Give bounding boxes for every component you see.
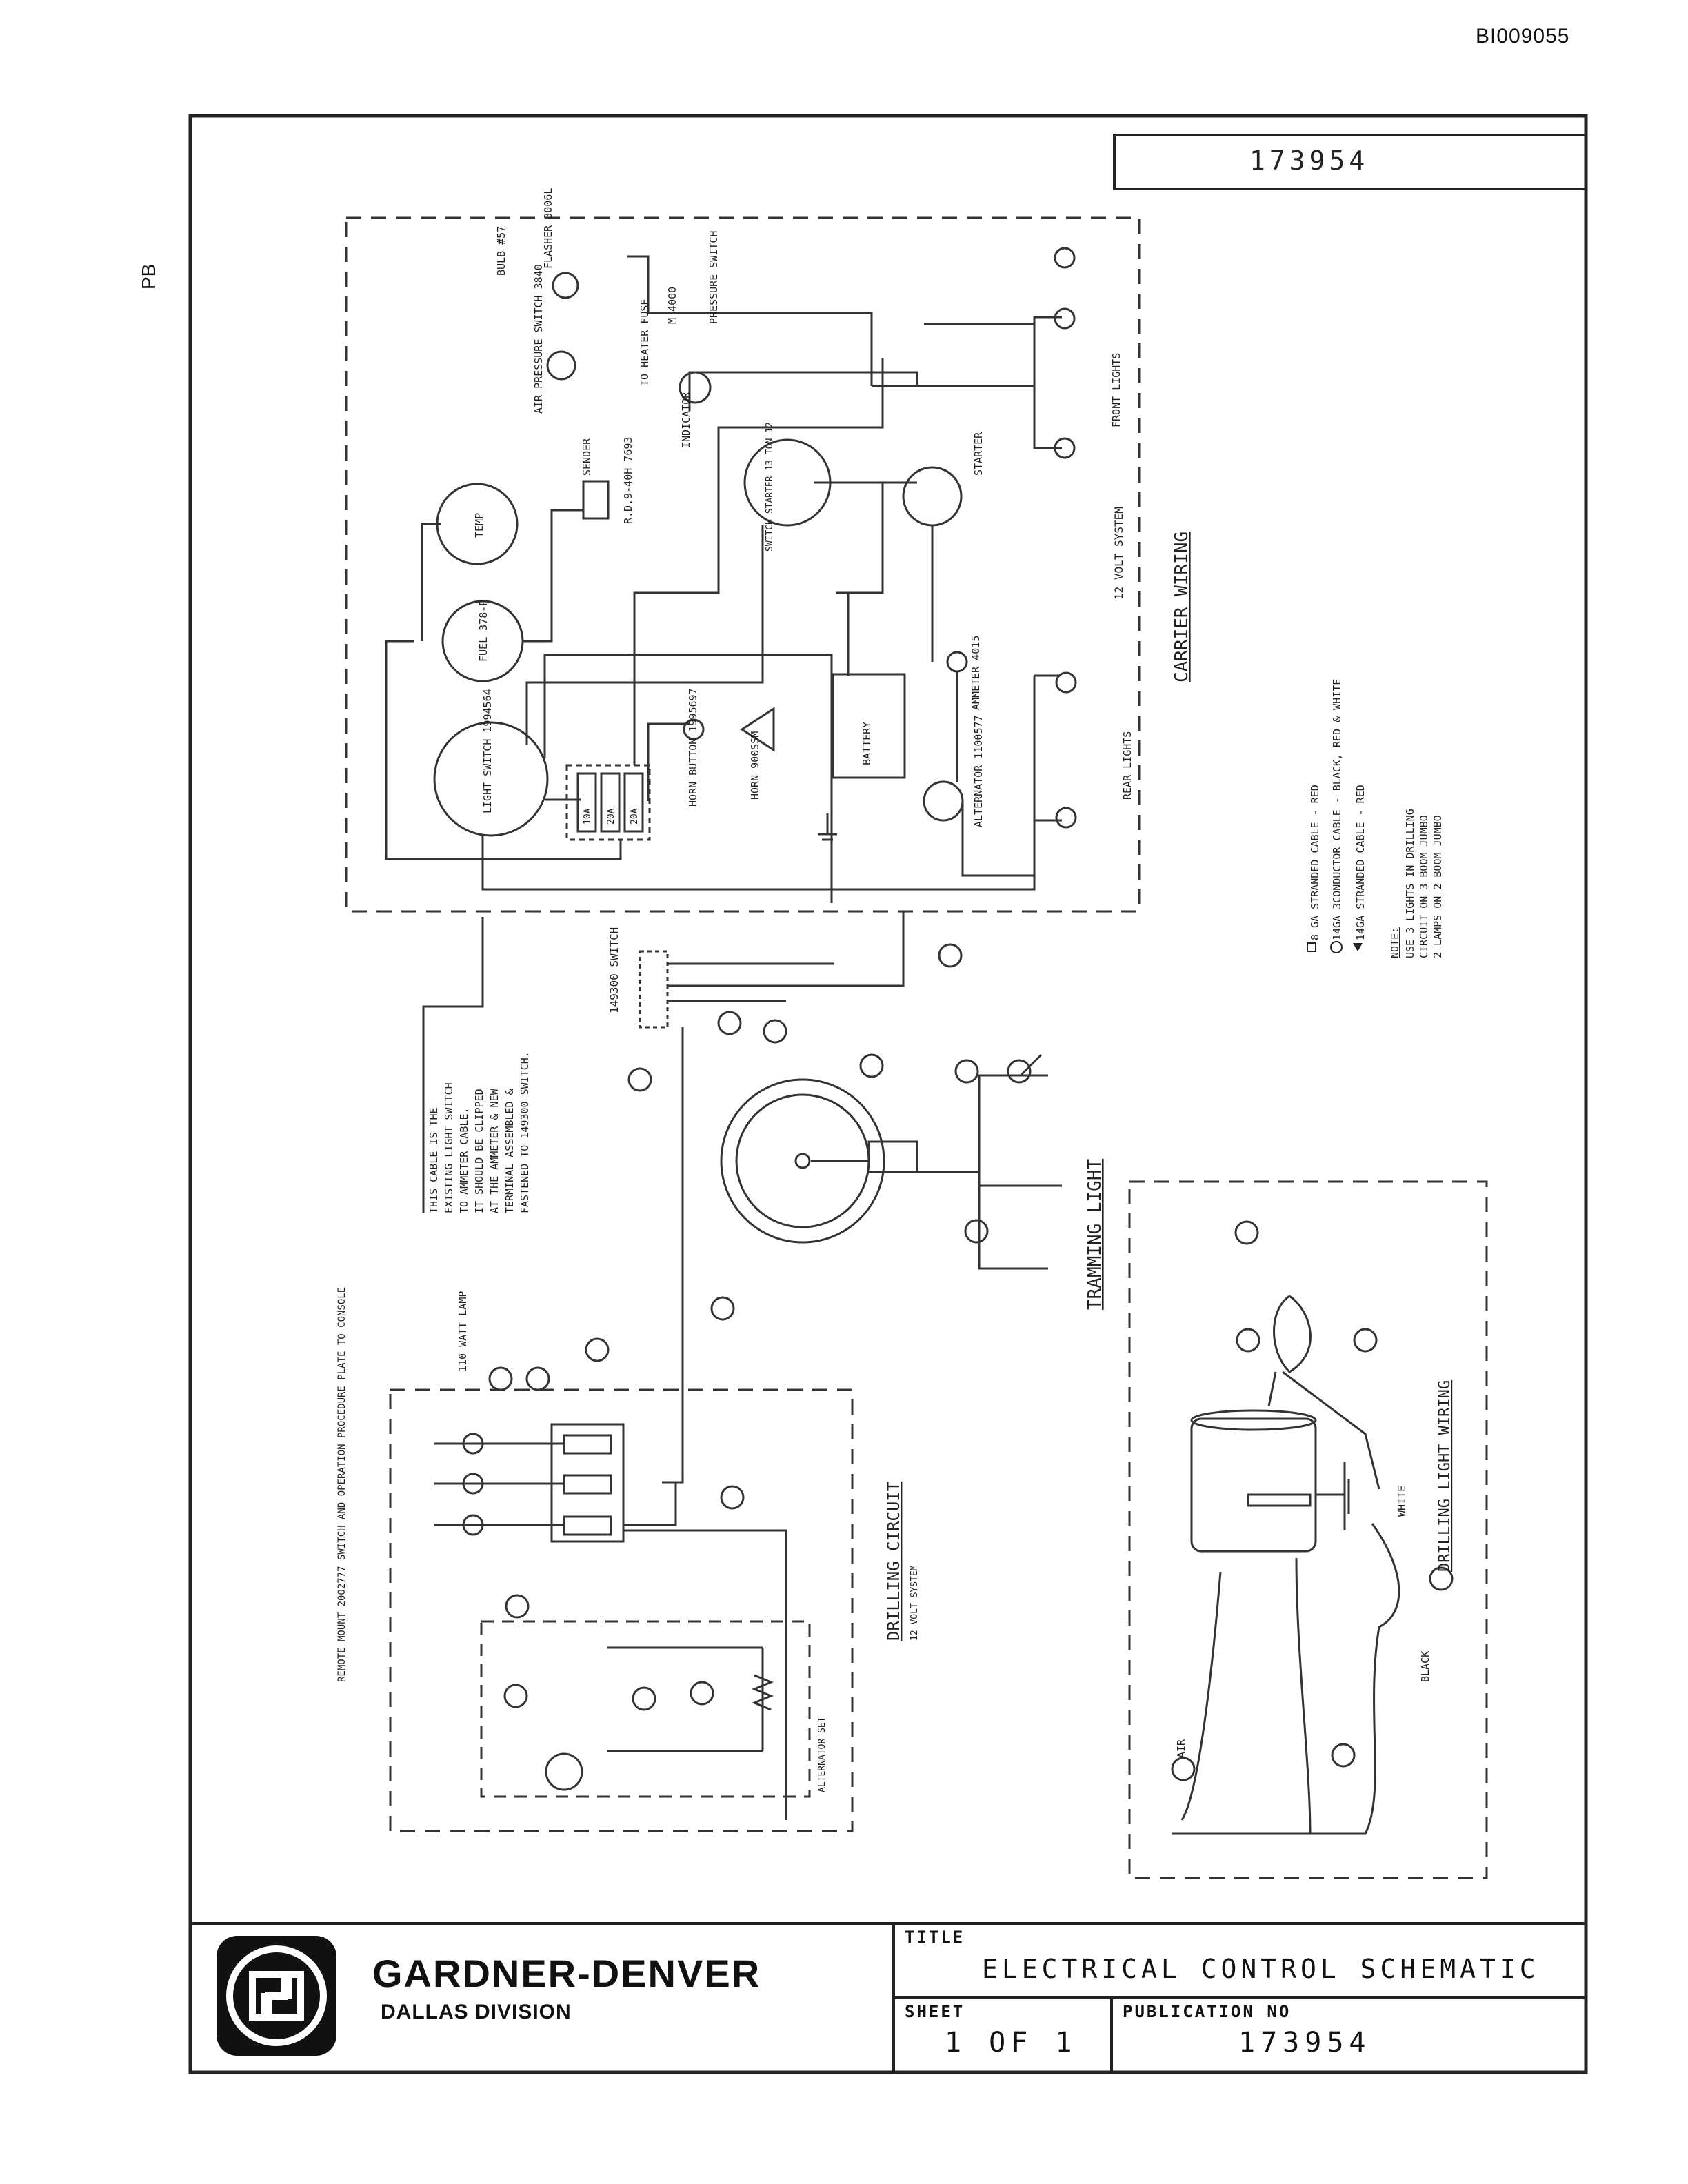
tramming-lamp xyxy=(720,1078,885,1244)
note-line-1: USE 3 LIGHTS IN DRILLING xyxy=(1404,809,1416,958)
temp-label: TEMP xyxy=(473,513,485,538)
tramming-light-title: TRAMMING LIGHT xyxy=(1085,1159,1105,1310)
ammeter xyxy=(946,651,968,673)
starter xyxy=(902,466,963,527)
sheet-value: 1 OF 1 xyxy=(945,2027,1078,2059)
rd9-label: R.D.9-40H 7693 xyxy=(622,437,634,524)
twelve-volt-note: 12 VOLT SYSTEM xyxy=(1112,507,1125,600)
front-light-1 xyxy=(1054,247,1076,269)
svg-text:FASTENED TO 149300 SWITCH.: FASTENED TO 149300 SWITCH. xyxy=(519,1051,531,1213)
fuse-2-label: 20A xyxy=(606,808,616,825)
starter-switch-label: SWITCH STARTER 13 TON 12 xyxy=(765,422,775,552)
document-id: BI009055 xyxy=(1476,25,1570,48)
switch-149300 xyxy=(639,950,669,1029)
air-pressure-switch xyxy=(546,350,576,381)
legend: 8 GA STRANDED CABLE - RED 14GA 3CONDUCTO… xyxy=(1307,679,1444,958)
svg-text:TO AMMETER CABLE.: TO AMMETER CABLE. xyxy=(458,1107,470,1213)
alternator-set-label: ALTERNATOR SET xyxy=(817,1717,827,1792)
svg-text:TERMINAL ASSEMBLED &: TERMINAL ASSEMBLED & xyxy=(503,1089,516,1213)
logo-mark-icon xyxy=(226,1945,327,2046)
publication-number: 173954 xyxy=(1238,2027,1372,2059)
indicator-label: INDICATOR xyxy=(680,392,692,448)
division-name: DALLAS DIVISION xyxy=(381,2001,572,2023)
black-wire-label: BLACK xyxy=(1419,1651,1431,1682)
legend-item-2: 14GA 3CONDUCTOR CABLE - BLACK, RED & WHI… xyxy=(1331,679,1343,940)
fuse-block xyxy=(565,764,651,841)
front-light-3 xyxy=(1054,437,1076,459)
starter-label: STARTER xyxy=(972,432,985,476)
drilling-lamp-housing xyxy=(1190,1417,1317,1553)
alternator-set xyxy=(545,1752,583,1791)
carrier-wiring-labels: CARRIER WIRING 12 VOLT SYSTEM BULB #57 F… xyxy=(473,188,1192,827)
drilling-circuit-subtitle: 12 VOLT SYSTEM xyxy=(910,1565,920,1641)
horn xyxy=(740,707,775,752)
ammeter-label: AMMETER 4015 xyxy=(969,636,982,710)
svg-text:IT SHOULD BE CLIPPED: IT SHOULD BE CLIPPED xyxy=(473,1089,485,1213)
tramming-light-section xyxy=(720,1053,1062,1270)
air-label: AIR xyxy=(1175,1739,1187,1758)
flasher-label: FLASHER 3006L xyxy=(542,188,554,269)
fuse-1-label: 10A xyxy=(583,808,593,825)
alternator-set-box xyxy=(480,1620,811,1798)
battery-label: BATTERY xyxy=(861,722,873,765)
remote-note: REMOTE MOUNT 2002777 SWITCH AND OPERATIO… xyxy=(336,1287,348,1682)
lamp-label: 110 WATT LAMP xyxy=(456,1291,469,1372)
sender xyxy=(582,480,610,520)
drilling-light-section xyxy=(1128,1180,1488,1879)
rear-light-1 xyxy=(1055,671,1077,694)
carrier-wiring-section xyxy=(345,216,1141,913)
drilling-circuit-labels: DRILLING CIRCUIT 12 VOLT SYSTEM 110 WATT… xyxy=(336,1287,920,1792)
title-label: TITLE xyxy=(905,1928,965,1947)
carrier-wiring-title: CARRIER WIRING xyxy=(1172,532,1192,682)
pressure-switch-label: PRESSURE SWITCH xyxy=(707,231,720,324)
air-pressure-label: AIR PRESSURE SWITCH 3840 xyxy=(532,264,545,414)
svg-text:AT THE AMMETER & NEW: AT THE AMMETER & NEW xyxy=(488,1088,501,1213)
cable-note: THIS CABLE IS THE EXISTING LIGHT SWITCH … xyxy=(428,1051,531,1213)
horn-label: HORN 900SSM xyxy=(749,731,761,800)
flasher xyxy=(552,272,579,299)
switch-section xyxy=(422,911,963,1484)
drilling-light-title: DRILLING LIGHT WIRING xyxy=(1436,1380,1454,1572)
front-lights-label: FRONT LIGHTS xyxy=(1110,353,1123,427)
rear-lights-label: REAR LIGHTS xyxy=(1121,731,1134,800)
publication-label: PUBLICATION NO xyxy=(1123,2002,1292,2021)
switch-label: 149300 SWITCH xyxy=(607,927,621,1013)
horn-button xyxy=(683,718,705,740)
title-block-frame xyxy=(190,1922,1586,2072)
battery xyxy=(832,673,906,779)
gardner-denver-logo xyxy=(217,1936,336,2056)
bulb-label: BULB #57 xyxy=(495,226,508,276)
drilling-circuit-title: DRILLING CIRCUIT xyxy=(884,1482,903,1641)
drawing-number: 173954 xyxy=(1249,145,1369,176)
svg-text:EXISTING LIGHT SWITCH: EXISTING LIGHT SWITCH xyxy=(443,1082,455,1213)
alternator xyxy=(923,780,964,822)
outer-frame xyxy=(188,114,1588,2074)
rear-light-2 xyxy=(1055,807,1077,829)
front-light-2 xyxy=(1054,307,1076,330)
drilling-circuit-section xyxy=(389,1337,854,1832)
legend-item-3: 14GA STRANDED CABLE - RED xyxy=(1354,785,1367,940)
sender-label: SENDER xyxy=(581,438,593,476)
heater-fuse-label: TO HEATER FUSE xyxy=(639,299,651,386)
svg-text:THIS CABLE IS THE: THIS CABLE IS THE xyxy=(428,1107,440,1213)
legend-item-1: 8 GA STRANDED CABLE - RED xyxy=(1309,785,1321,940)
horn-button-label: HORN BUTTON 1995697 xyxy=(687,688,699,807)
drawing-title: ELECTRICAL CONTROL SCHEMATIC xyxy=(982,1954,1540,1984)
fuse-3-label: 20A xyxy=(630,808,640,825)
m4000-label: M 4000 xyxy=(666,287,679,324)
fuel-label: FUEL 378-P xyxy=(477,600,490,662)
note-line-3: 2 LAMPS ON 2 BOOM JUMBO xyxy=(1431,815,1444,958)
company-name: GARDNER-DENVER xyxy=(372,1952,761,1995)
note-line-2: CIRCUIT ON 3 BOOM JUMBO xyxy=(1418,815,1430,958)
sheet-label: SHEET xyxy=(905,2002,965,2021)
light-switch xyxy=(433,721,549,837)
alternator-label: ALTERNATOR 1100577 xyxy=(972,715,985,827)
light-switch-label: LIGHT SWITCH 1994564 xyxy=(481,689,494,813)
white-wire-label: WHITE xyxy=(1396,1486,1408,1517)
drilling-light-labels: DRILLING LIGHT WIRING WHITE BLACK AIR xyxy=(1175,1380,1454,1758)
note-heading: NOTE: xyxy=(1389,927,1401,958)
